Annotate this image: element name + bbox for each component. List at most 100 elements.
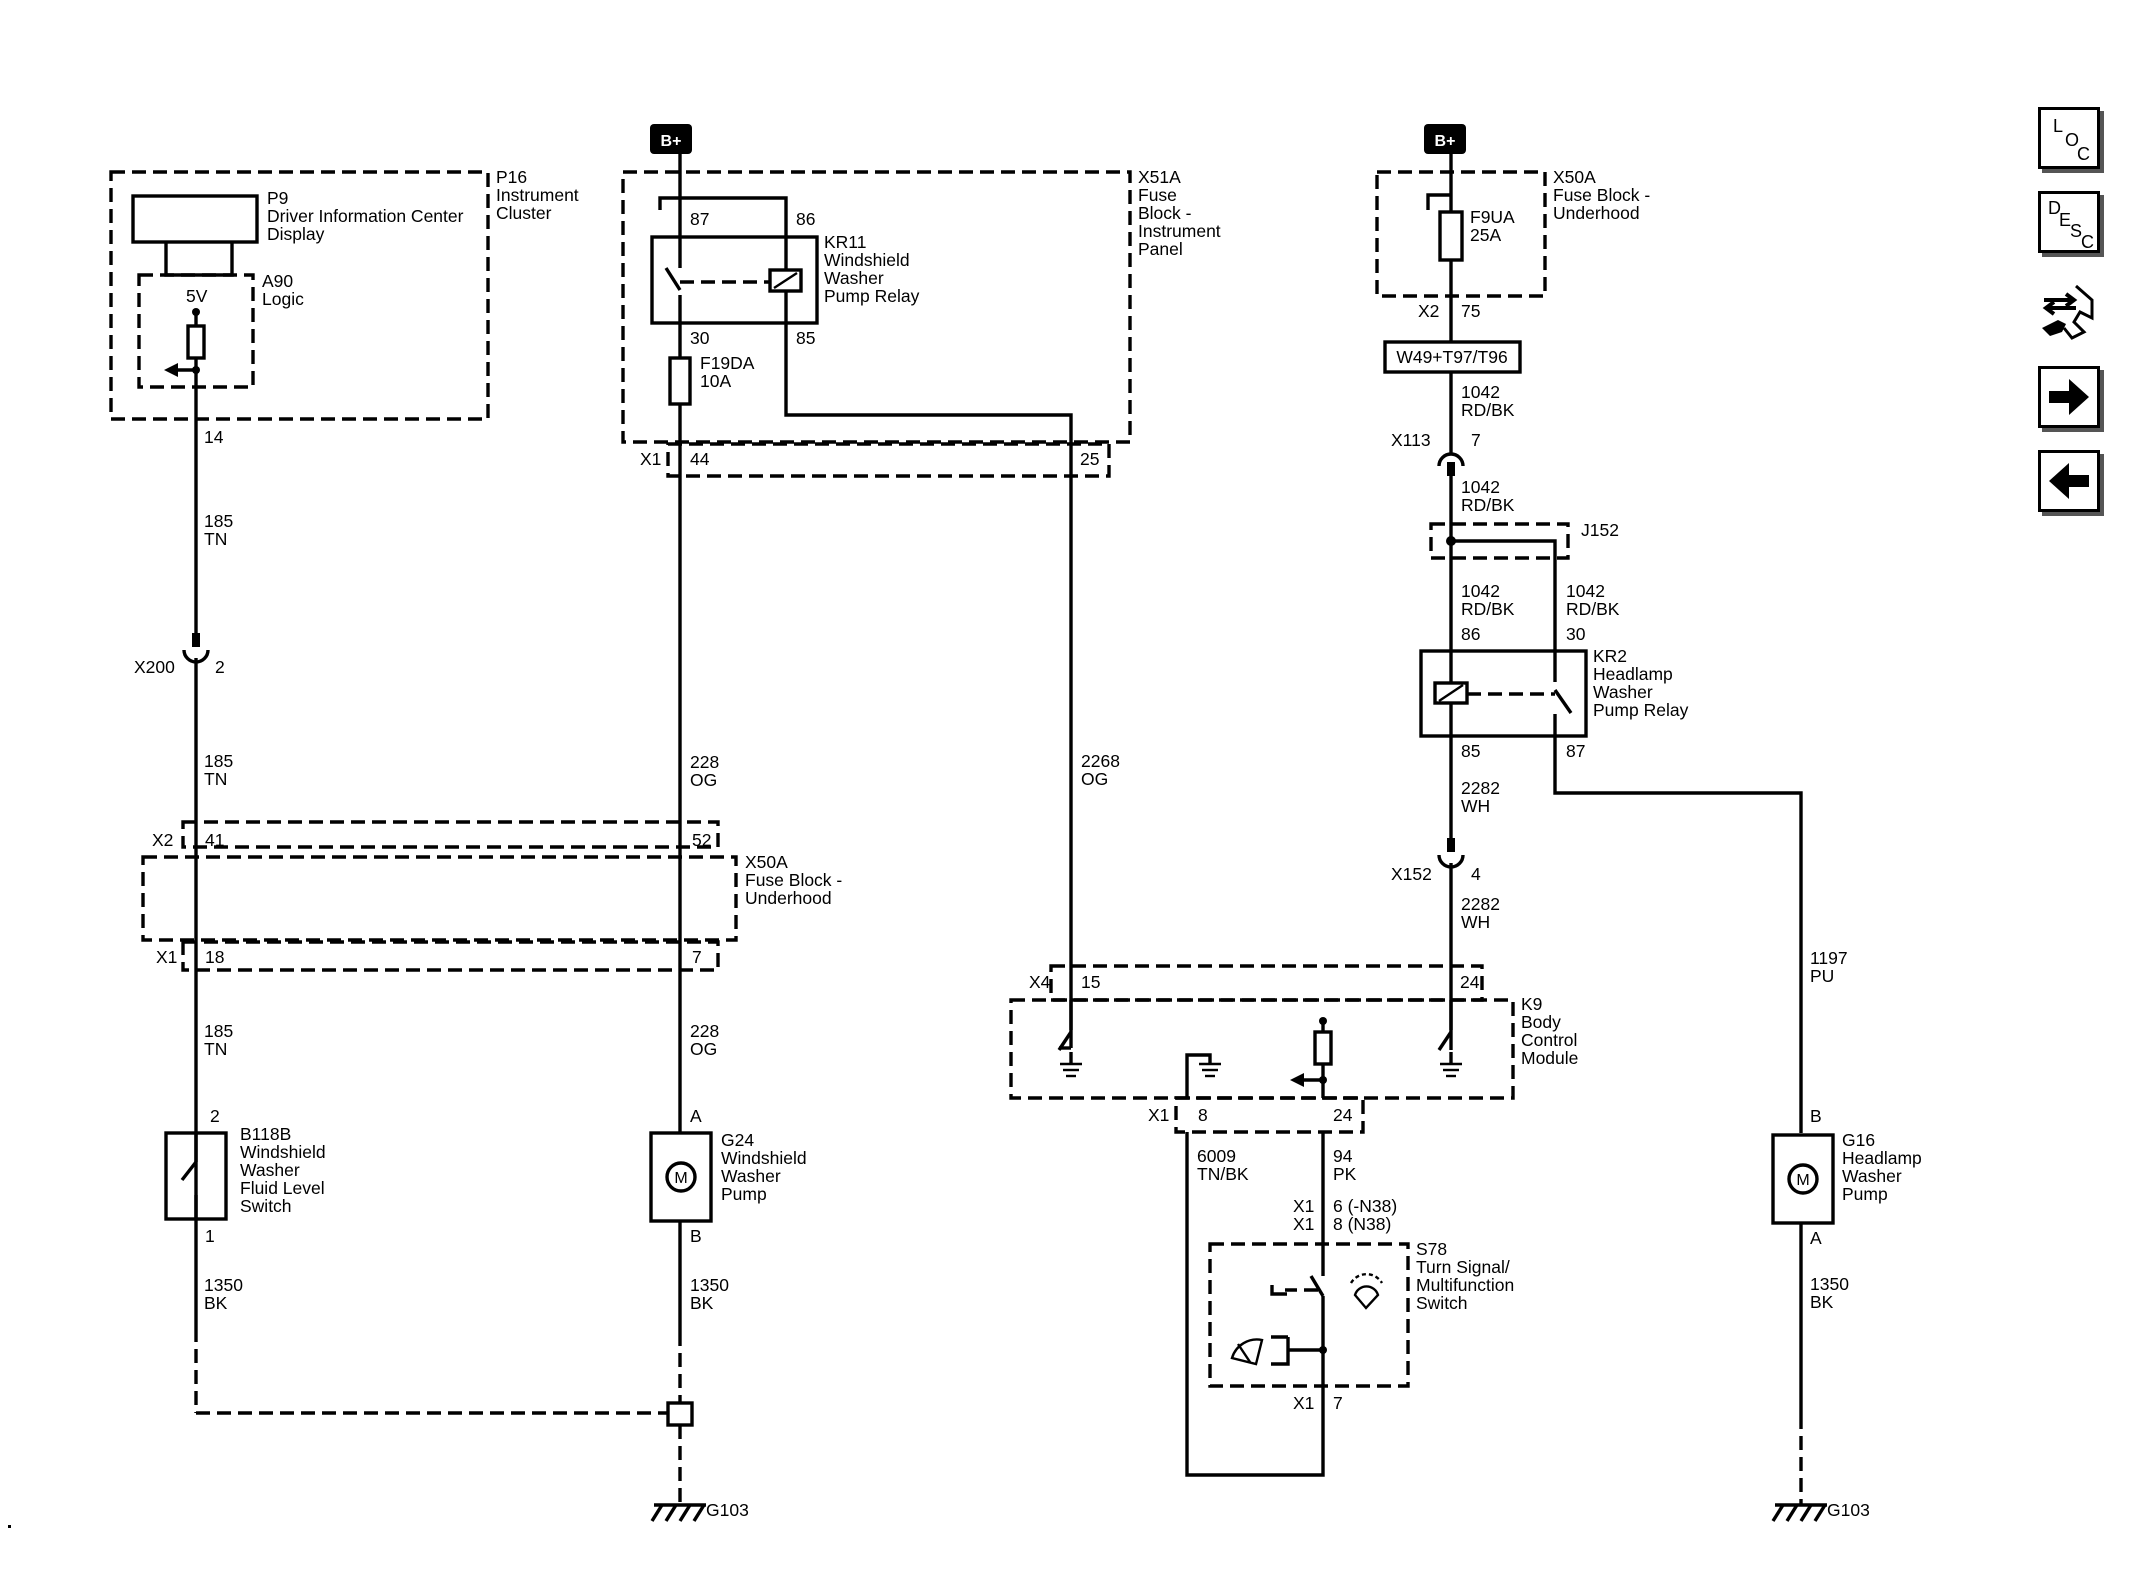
- kr11-label-1: Windshield: [824, 250, 910, 270]
- w6009-color: TN/BK: [1197, 1164, 1249, 1184]
- x50a-right-fuse-block: B+ X50A Fuse Block - Underhood F9UA 25A …: [1375, 124, 1650, 342]
- w1350-num-1: 1350: [204, 1275, 243, 1295]
- s78-pin-a: 6 (-N38): [1333, 1196, 1397, 1216]
- w1042-num-1: 1042: [1461, 382, 1500, 402]
- kr11-pin-86: 86: [796, 209, 815, 229]
- loc-button[interactable]: L O C: [2038, 107, 2100, 169]
- x51a-x1: X1: [640, 449, 661, 469]
- b118b-fluid-level-switch: 2 B118B Windshield Washer Fluid Level Sw…: [164, 1106, 326, 1313]
- wire-2282-wh: 2282 WH X152 4 2282 WH: [1391, 736, 1500, 1050]
- s78-pin-c: 7: [1333, 1393, 1343, 1413]
- j152-id: J152: [1581, 520, 1619, 540]
- kr2-headlamp-washer-pump-relay: 86 30 KR2 Headlamp Washer Pump Relay 85 …: [1419, 624, 1689, 761]
- g16-id: G16: [1842, 1130, 1875, 1150]
- b118b-label-4: Switch: [240, 1196, 292, 1216]
- w2282-color-1: WH: [1461, 796, 1490, 816]
- w2268-color: OG: [1081, 769, 1108, 789]
- p16-label-1: Instrument: [496, 185, 579, 205]
- s78-turn-signal-multifunction-switch: X1 6 (-N38) X1 8 (N38) S78 Turn Signal/ …: [1208, 1196, 1514, 1413]
- x51a-pin-44: 44: [690, 449, 710, 469]
- p16-id: P16: [496, 167, 527, 187]
- g16-label-2: Washer: [1842, 1166, 1902, 1186]
- j152-splice: J152 1042 RD/BK 1042 RD/BK: [1429, 520, 1620, 651]
- k9-label-1: Body: [1521, 1012, 1561, 1032]
- svg-text:L: L: [2053, 116, 2063, 136]
- x51a-label-4: Panel: [1138, 239, 1183, 259]
- w2268-num: 2268: [1081, 751, 1120, 771]
- k9-id: K9: [1521, 994, 1542, 1014]
- x200-pin: 2: [215, 657, 225, 677]
- next-button[interactable]: [2038, 366, 2100, 428]
- k9-label-2: Control: [1521, 1030, 1577, 1050]
- f19da-id: F19DA: [700, 353, 755, 373]
- a90-label: Logic: [262, 289, 304, 309]
- w228-color-1: OG: [690, 770, 717, 790]
- x200-connector: X200 2: [134, 633, 225, 677]
- w185-color-2: TN: [204, 769, 227, 789]
- s78-label-2: Multifunction: [1416, 1275, 1514, 1295]
- w1197-color: PU: [1810, 966, 1834, 986]
- kr2-label-1: Headlamp: [1593, 664, 1673, 684]
- g16-pin-a: A: [1810, 1228, 1822, 1248]
- x50a-right-label-2: Underhood: [1553, 203, 1640, 223]
- g103-right-id: G103: [1827, 1500, 1870, 1520]
- wire-1197-pu: 1197 PU: [1553, 736, 1848, 1133]
- x50a-left-x2: X2: [152, 830, 173, 850]
- bplus-right-label: B+: [1435, 133, 1456, 150]
- x51a-id: X51A: [1138, 167, 1181, 187]
- w228-color-2: OG: [690, 1039, 717, 1059]
- p9-id: P9: [267, 188, 288, 208]
- x51a-label-1: Fuse: [1138, 185, 1177, 205]
- w94-num: 94: [1333, 1146, 1353, 1166]
- x51a-fuse-block-ip: B+ X51A Fuse Block - Instrument Panel 87…: [621, 124, 1221, 478]
- wire-6009-tnbk: 6009 TN/BK: [1185, 1132, 1325, 1477]
- w2282-num-2: 2282: [1461, 894, 1500, 914]
- x51a-label-2: Block -: [1138, 203, 1192, 223]
- previous-arrow-icon: [2049, 463, 2089, 499]
- w185-num-2: 185: [204, 751, 233, 771]
- s78-label-1: Turn Signal/: [1416, 1257, 1510, 1277]
- a90-id: A90: [262, 271, 293, 291]
- g103-left-id: G103: [706, 1500, 749, 1520]
- wire-228-og: 228 OG 228 OG: [678, 476, 719, 1133]
- b118b-label-2: Washer: [240, 1160, 300, 1180]
- s78-x1-b: X1: [1293, 1214, 1314, 1234]
- w1042-num-4: 1042: [1566, 581, 1605, 601]
- x200-id: X200: [134, 657, 175, 677]
- kr2-label-3: Pump Relay: [1593, 700, 1689, 720]
- x50a-left-id: X50A: [745, 852, 788, 872]
- b118b-pin-1: 1: [205, 1226, 215, 1246]
- option-label: W49+T97/T96: [1396, 347, 1507, 367]
- next-arrow-icon: [2049, 379, 2089, 415]
- loc-icon: L O C: [2053, 116, 2090, 164]
- previous-button[interactable]: [2038, 450, 2100, 512]
- svg-text:C: C: [2081, 232, 2094, 250]
- kr2-pin-30: 30: [1566, 624, 1586, 644]
- p9-label-1: Driver Information Center: [267, 206, 464, 226]
- w6009-num: 6009: [1197, 1146, 1236, 1166]
- wire-185-tn: 185 TN 185 TN 185 TN: [194, 419, 233, 1413]
- x50a-right-label-1: Fuse Block -: [1553, 185, 1650, 205]
- p16-label-2: Cluster: [496, 203, 552, 223]
- g24-pin-b: B: [690, 1226, 702, 1246]
- desc-button[interactable]: D E S C: [2038, 191, 2100, 253]
- x51a-label-3: Instrument: [1138, 221, 1221, 241]
- x50a-left-label-2: Underhood: [745, 888, 832, 908]
- x50a-left-pin-41: 41: [205, 830, 224, 850]
- b118b-pin-2: 2: [210, 1106, 220, 1126]
- w185-color-1: TN: [204, 529, 227, 549]
- svg-text:S: S: [2070, 221, 2082, 241]
- kr11-pin-87: 87: [690, 209, 709, 229]
- g16-headlamp-washer-pump: B M G16 Headlamp Washer Pump A 1350 BK G…: [1771, 1106, 1922, 1522]
- svg-text:C: C: [2077, 144, 2090, 164]
- k9-pin-24: 24: [1460, 972, 1480, 992]
- w185-color-3: TN: [204, 1039, 227, 1059]
- kr11-id: KR11: [824, 232, 866, 252]
- w1350-num-3: 1350: [1810, 1274, 1849, 1294]
- connector-button[interactable]: [2036, 278, 2104, 346]
- w1197-num: 1197: [1810, 948, 1848, 968]
- x113-id: X113: [1391, 430, 1431, 450]
- wire-2268-og: 2268 OG: [1069, 476, 1120, 1048]
- stray-mark: [8, 1525, 11, 1528]
